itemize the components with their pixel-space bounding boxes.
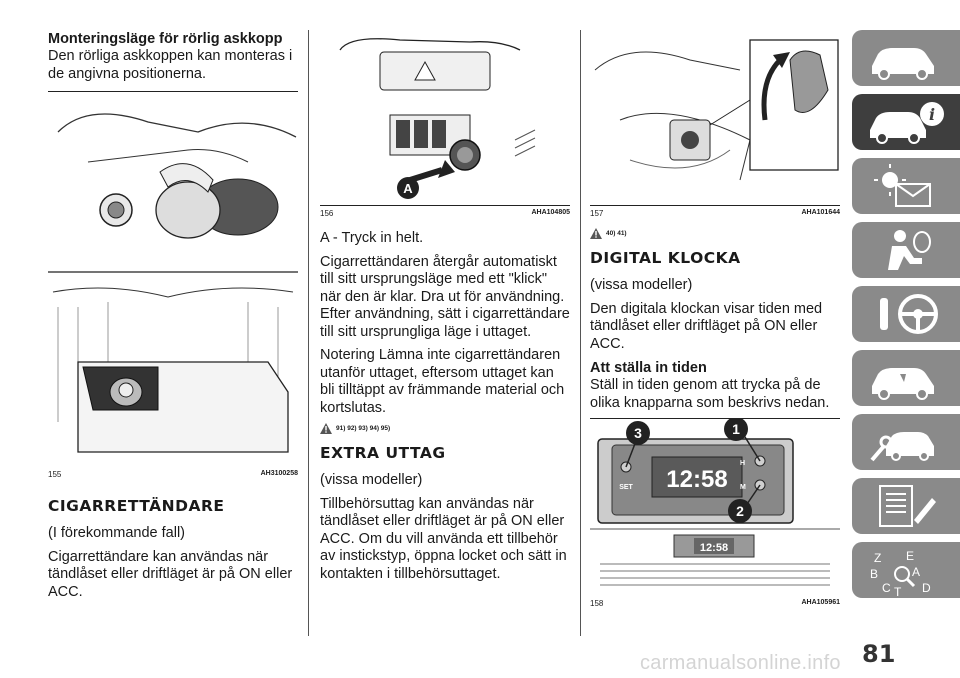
warning-refs: 40) 41) (590, 228, 840, 239)
column-2: A 156 AHA104805 A - Tryck in helt. Cigar… (320, 0, 570, 589)
svg-text:E: E (906, 549, 914, 563)
warning-lights-icon (874, 164, 931, 207)
warning-triangle-icon (590, 228, 602, 239)
figure-158-caption: 158 AHA105961 (590, 599, 840, 608)
figure-157-socket (590, 30, 840, 200)
ashtray-heading: Monteringsläge för rörlig askkopp (48, 31, 283, 47)
tab-index[interactable]: Z E B A C T D (852, 542, 960, 598)
tab-technical-data[interactable] (852, 478, 960, 534)
svg-text:B: B (870, 567, 878, 581)
figure-code: AHA105961 (801, 599, 840, 606)
tab-emergency[interactable] (852, 350, 960, 406)
figure-number: 158 (590, 599, 604, 608)
car-info-icon: i (870, 102, 944, 144)
figure-number: 157 (590, 209, 604, 218)
figure-155-caption: 155 AH3100258 (48, 470, 298, 479)
figure-callout-a: A (403, 181, 413, 196)
figure-code: AH3100258 (260, 470, 298, 477)
clock-display-time: 12:58 (666, 466, 727, 493)
page-number: 81 (862, 640, 896, 668)
svg-text:A: A (912, 565, 920, 579)
tab-car-overview[interactable] (852, 30, 960, 86)
chapter-tabs: i Z E B A C T D (852, 30, 960, 606)
column-divider (308, 30, 309, 636)
svg-text:Z: Z (874, 551, 881, 565)
figure-code: AHA101644 (801, 209, 840, 216)
set-button-label: SET (619, 484, 633, 491)
section-body: Cigarrettändare kan användas när tändlås… (48, 548, 293, 600)
tab-maintenance[interactable] (852, 414, 960, 470)
figure-158-clock: 12:58 SET H M 3 1 2 12:58 (590, 417, 840, 591)
h-button-label: H (740, 460, 745, 467)
figure-156-lighter: A (320, 30, 570, 200)
warning-ref-numbers: 91) 92) 93) 94) 95) (336, 425, 391, 432)
section-title-cigarettandare: CIGARRETTÄNDARE (48, 497, 225, 515)
warning-triangle-icon (320, 423, 332, 434)
airbag-seat-icon (888, 230, 931, 270)
steering-icon (880, 294, 938, 334)
clock-display-time-small: 12:58 (700, 542, 728, 554)
figure-155-ashtray (48, 92, 298, 462)
svg-text:C: C (882, 581, 891, 595)
svg-text:i: i (929, 105, 935, 124)
section-title-extra-uttag: EXTRA UTTAG (320, 444, 446, 462)
section-qualifier: (I förekommande fall) (48, 525, 185, 541)
column-3: 157 AHA101644 40) 41) DIGITAL KLOCKA (vi… (590, 0, 840, 608)
document-list-icon (879, 485, 936, 527)
m-button-label: M (740, 484, 746, 491)
section-body: Tillbehörsuttag kan användas när tändlås… (320, 495, 567, 582)
svg-text:D: D (922, 581, 931, 595)
column-divider (580, 30, 581, 636)
index-letters-icon: Z E B A C T D (870, 549, 931, 598)
warning-ref-numbers: 40) 41) (606, 230, 627, 237)
wrench-car-icon (870, 432, 934, 462)
figure-number: 155 (48, 470, 62, 479)
tab-driving[interactable] (852, 286, 960, 342)
callout-1: 1 (732, 421, 740, 437)
column-1: Monteringsläge för rörlig askkopp Den rö… (48, 0, 298, 607)
car-icon (872, 48, 934, 80)
subheading-set-time: Att ställa in tiden (590, 360, 707, 376)
lighter-description: Cigarrettändaren återgår automatiskt til… (320, 253, 570, 340)
warning-refs: 91) 92) 93) 94) 95) (320, 423, 570, 434)
car-emergency-icon (872, 368, 934, 400)
set-time-body: Ställ in tiden genom att trycka på de ol… (590, 377, 830, 411)
section-qualifier: (vissa modeller) (590, 277, 693, 293)
tab-warning-lights[interactable] (852, 158, 960, 214)
callout-2: 2 (736, 503, 744, 519)
figure-157-caption: 157 AHA101644 (590, 209, 840, 218)
tab-safety[interactable] (852, 222, 960, 278)
lighter-note: Notering Lämna inte cigarrettändaren uta… (320, 347, 565, 416)
watermark: carmanualsonline.info (640, 652, 841, 674)
section-body: Den digitala klockan visar tiden med tän… (590, 300, 823, 352)
section-title-digital-klocka: DIGITAL KLOCKA (590, 249, 741, 267)
ashtray-intro: Den rörliga askkoppen kan monteras i de … (48, 48, 293, 82)
figure-156-caption: 156 AHA104805 (320, 209, 570, 218)
callout-3: 3 (634, 425, 642, 441)
figure-number: 156 (320, 209, 334, 218)
step-a: A - Tryck in helt. (320, 230, 424, 246)
tab-car-info[interactable]: i (852, 94, 960, 150)
section-qualifier: (vissa modeller) (320, 472, 423, 488)
figure-code: AHA104805 (531, 209, 570, 216)
svg-text:T: T (894, 585, 902, 598)
